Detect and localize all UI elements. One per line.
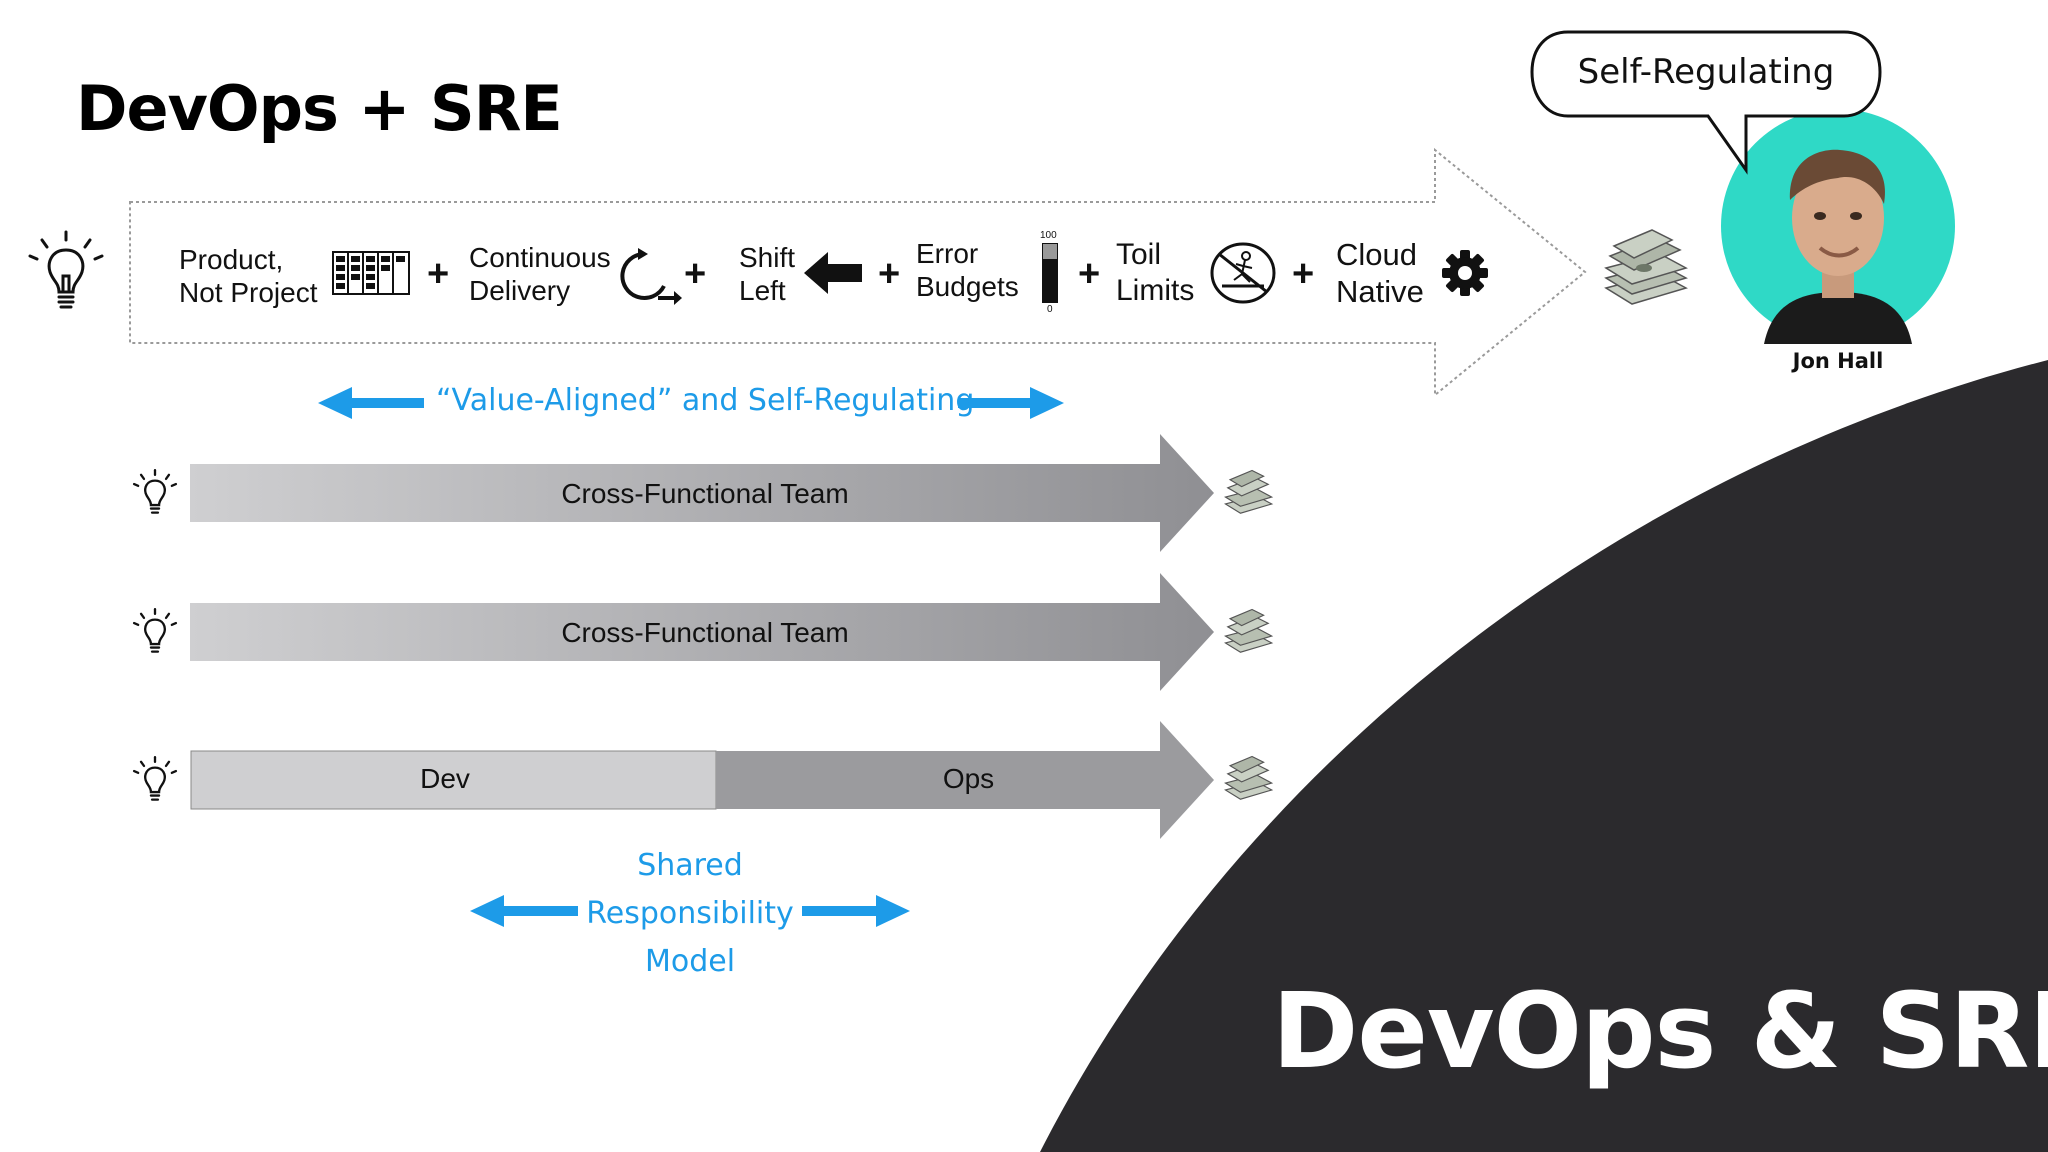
gauge-min-label: 0 [1047,304,1053,315]
team-arrow-1 [190,434,1214,552]
flow-item-cd-line2: Delivery [469,275,571,306]
flow-item-eb-line2: Budgets [916,271,1019,302]
shared-line1: Shared [637,848,743,883]
plus-sign: + [1292,253,1315,295]
value-aligned-label: “Value-Aligned” and Self-Regulating [436,383,975,418]
small-lightbulb-icon [132,469,178,514]
value-aligned-double-arrow [318,387,1064,419]
shared-line2: Responsibility [586,896,794,931]
small-lightbulb-icon [132,756,178,801]
cycle-arrow-icon [620,248,682,305]
shared-right-arrow [802,895,910,927]
plus-sign: + [684,253,707,295]
speaker-name: Jon Hall [1792,349,1884,373]
flow-item-cd-line1: Continuous [469,242,611,273]
flow-item-toil-line1: Toil [1116,238,1162,271]
team-label-1: Cross-Functional Team [561,478,849,509]
flow-item-shift-line2: Left [739,275,786,306]
footer-title: DevOps & SRE [1272,970,2048,1092]
flow-item-error-budgets: Error Budgets [916,237,1019,303]
flow-item-product: Product, Not Project [179,243,318,309]
gear-icon [1442,250,1488,296]
avatar [1721,109,1955,344]
flow-item-toil-limits: Toil Limits [1116,237,1194,309]
shared-responsibility-label: Shared Responsibility Model [540,842,840,986]
flow-item-eb-line1: Error [916,238,979,269]
flow-item-cloud-line1: Cloud [1336,237,1417,272]
team-arrow-2 [190,573,1214,691]
shared-left-arrow [470,895,578,927]
small-money-stack-icon [1224,469,1274,514]
kanban-board-icon [332,251,410,295]
flow-item-cloud-native: Cloud Native [1336,236,1424,310]
dev-label: Dev [420,763,470,794]
plus-sign: + [1078,253,1101,295]
flow-item-product-line2: Not Project [179,277,318,308]
flow-item-shift-line1: Shift [739,242,796,273]
flow-item-continuous-delivery: Continuous Delivery [469,241,611,307]
flow-item-shift-left: Shift Left [739,241,795,307]
flow-item-product-line1: Product, [179,244,284,275]
small-money-stack-icon [1224,755,1274,800]
shared-line3: Model [644,944,736,979]
gauge-max-label: 100 [1040,230,1057,241]
money-stack-icon [1604,229,1688,305]
plus-sign: + [427,253,450,295]
no-treadmill-icon [1210,242,1276,304]
small-money-stack-icon [1224,608,1274,653]
speech-bubble-text: Self-Regulating [1577,52,1835,92]
slide-title: DevOps + SRE [76,72,563,145]
thermometer-gauge-icon [1042,243,1058,303]
flow-item-toil-line2: Limits [1116,274,1195,307]
speech-bubble [1530,30,1882,175]
team-label-2: Cross-Functional Team [561,617,849,648]
dev-ops-split-arrow [190,721,1214,839]
idea-lightbulb-icon [28,230,104,309]
left-arrow-icon [804,252,862,294]
ops-label: Ops [942,763,995,794]
small-lightbulb-icon [132,608,178,653]
plus-sign: + [878,253,901,295]
flow-item-cloud-line2: Native [1336,274,1424,309]
